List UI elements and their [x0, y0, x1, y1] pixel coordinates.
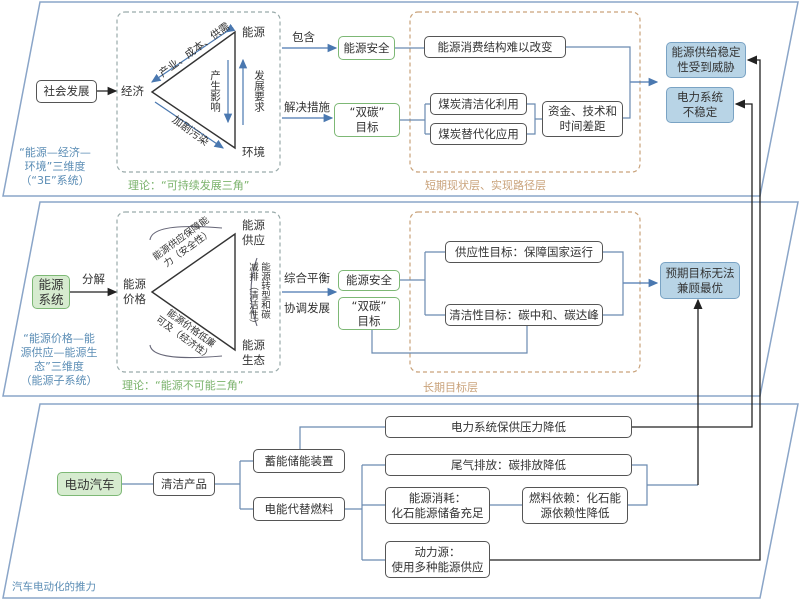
node-energy-supply: 能源 供应: [242, 218, 265, 247]
box-goals-not-optimal: 预期目标无法 兼顾最优: [660, 262, 740, 299]
edge-label-measure: 解决措施: [284, 100, 330, 114]
box-power-pressure: 电力系统保供压力降低: [385, 416, 632, 438]
layer-label-short-term: 短期现状层、实现路径层: [425, 179, 546, 192]
box-exhaust: 尾气排放：碳排放降低: [385, 454, 632, 476]
box-power-unstable: 电力系统 不稳定: [666, 87, 734, 123]
node-energy-ecology: 能源 生态: [242, 338, 265, 367]
box-clean-product: 清洁产品: [153, 472, 215, 496]
box-electric-vehicle: 电动汽车: [57, 472, 122, 496]
box-energy-security-1: 能源安全: [338, 36, 395, 60]
box-gap: 资金、技术和 时间差距: [542, 101, 623, 137]
edge-label-balance: 综合平衡: [284, 271, 330, 285]
theory-label-1: 理论：“可持续发展三角”: [128, 179, 250, 192]
box-energy-security-2: 能源安全: [338, 270, 400, 291]
box-electric-substitute: 电能代替燃料: [253, 497, 345, 521]
system-label-energy-subsystem: “能源价格—能 源供应—能源生 态”三维度 （能源子系统）: [20, 332, 98, 387]
box-energy-consumption: 能源消耗： 化石能源储备充足: [385, 487, 490, 524]
box-energy-storage: 蓄能储能装置: [253, 449, 345, 473]
box-consumption-structure: 能源消费结构难以改变: [424, 36, 566, 58]
triangle-impossible: [150, 232, 236, 352]
box-energy-system: 能源 系统: [32, 275, 70, 309]
edge-label-cleanliness: 能源转型和碳 减排（清洁性）: [247, 262, 270, 329]
node-economy: 经济: [121, 84, 144, 98]
box-dual-carbon-2: “双碳” 目标: [338, 297, 400, 330]
panel-ev-drivers: [2, 403, 799, 599]
box-dual-carbon-1: “双碳” 目标: [334, 103, 400, 137]
theory-label-2: 理论：“能源不可能三角”: [122, 379, 244, 392]
box-fuel-dependence: 燃料依赖：化石能 源依赖性降低: [522, 487, 628, 524]
edge-label-coordinate: 协调发展: [284, 301, 330, 315]
system-label-3e: “能源—经济— 环境”三维度 （“3E”系统）: [19, 146, 91, 187]
box-supply-goal: 供应性目标：保障国家运行: [445, 241, 603, 263]
layer-frame-1: [409, 11, 641, 173]
edge-label-decompose: 分解: [82, 272, 105, 286]
layer-frame-2: [409, 211, 641, 373]
box-social-development: 社会发展: [36, 80, 97, 103]
node-environment: 环境: [242, 145, 265, 159]
edge-label-contain: 包含: [292, 30, 315, 44]
box-supply-threatened: 能源供给稳定 性受到威胁: [666, 42, 746, 78]
box-power-source: 动力源： 使用多种能源供应: [385, 541, 490, 578]
edge-label-requirement: 发展要求: [253, 70, 265, 112]
layer-label-long-term: 长期目标层: [423, 381, 478, 394]
box-coal-replace: 煤炭替代化应用: [430, 123, 527, 145]
box-coal-clean: 煤炭清洁化利用: [430, 93, 527, 115]
edge-label-impact: 产生影响: [209, 70, 221, 112]
box-clean-goal: 清洁性目标：碳中和、碳达峰: [445, 304, 603, 326]
node-energy: 能源: [242, 25, 265, 39]
node-energy-price: 能源 价格: [123, 277, 146, 306]
panel-label-ev: 汽车电动化的推力: [12, 581, 96, 593]
